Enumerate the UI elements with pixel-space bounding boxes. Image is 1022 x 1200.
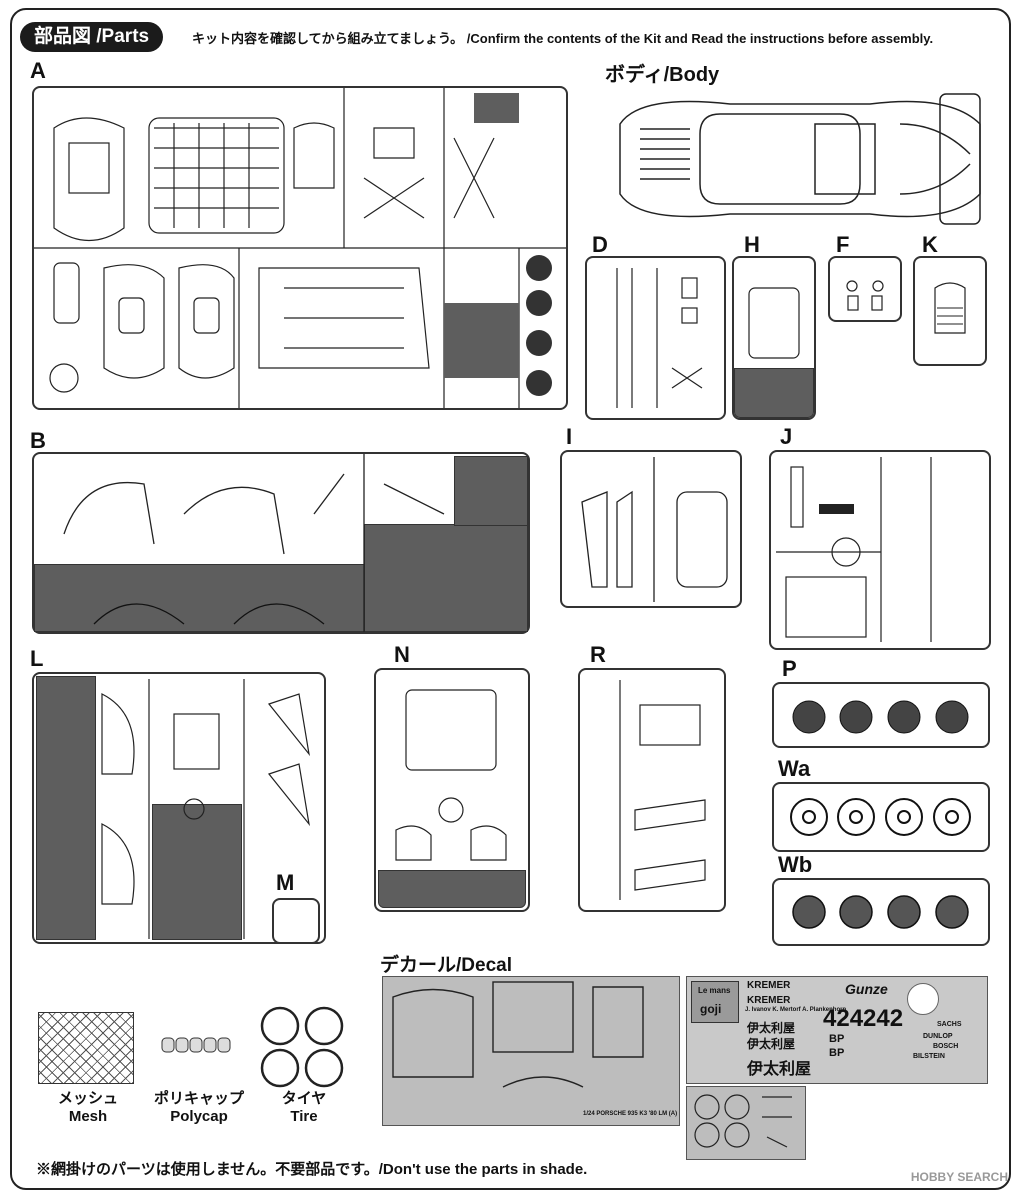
sprue-label-b: B [30,428,46,453]
sprue-a-drawing [34,88,566,408]
sprue-n-shaded [378,870,526,908]
sprue-b [32,452,530,634]
sprue-p [772,682,990,748]
body-label: ボディ/Body [605,64,720,86]
sprue-label-wb: Wb [778,852,813,877]
sprue-label-l: L [30,646,44,671]
decal-gunze: Gunze [845,981,888,997]
shaded-parts-note: ※網掛けのパーツは使用しません。不要部品です。/Don't use the pa… [36,1161,588,1178]
decal-goji: goji [700,1002,722,1016]
sprue-l-shaded-2 [152,804,242,940]
sprue-label-i: I [566,424,573,449]
sprue-label-a: A [30,58,46,83]
sprue-wb [772,878,990,946]
tire-label-jp: タイヤ [281,1090,327,1107]
decal-sheet-logos: Le mans goji KREMER KREMER J. Ivanov K. … [686,976,988,1084]
decal-bilstein: BILSTEIN [913,1053,945,1060]
sprue-n-drawing [395,689,507,861]
page-frame [10,8,1011,1190]
sprue-b-shaded-2 [364,524,528,632]
sprue-j [769,450,991,650]
sprue-label-r: R [590,642,606,667]
sprue-label-k: K [922,232,938,257]
sprue-i [560,450,742,608]
mesh-label-en: Mesh [68,1108,108,1125]
body-drawing [619,93,981,225]
decal-small-drawing [694,1094,792,1148]
tire-image [260,1006,344,1088]
decal-sachs: SACHS [937,1021,962,1028]
sprue-r-drawing [619,680,706,900]
sprue-k-drawing [934,282,966,334]
parts-title: 部品図 /Parts [20,22,164,52]
decal-jp-3: 伊太利屋 [747,1061,812,1078]
decal-lemans: Le mans [698,986,731,995]
decal-bp-2: BP [829,1047,845,1059]
sprue-label-p: P [782,656,797,681]
decal-drivers: J. Ivanov K. Mertorf A. Plankenhorn [745,1007,847,1013]
sprue-label-j: J [780,424,793,449]
sprue-label-f: F [836,232,850,257]
decal-sheet-small [686,1086,806,1160]
sprue-m [272,898,320,944]
tire-label: タイヤ Tire [264,1090,344,1126]
decal-white-circle [907,983,939,1015]
mesh-label-jp: メッシュ [57,1090,118,1107]
sprue-wa-drawing [790,798,971,836]
sprue-label-d: D [592,232,608,257]
lemans-logo-box: Le mans goji [691,981,739,1023]
decal-main-drawing [392,981,644,1088]
sprue-b-shaded-1 [34,564,366,632]
sprue-label-wa: Wa [778,756,811,781]
decal-sheet-main: 1/24 PORSCHE 935 K3 '80 LM (A) [382,976,680,1126]
decal-kremer-2: KREMER [747,995,791,1006]
sprue-b-drawing [63,454,445,632]
polycap-label-en: Polycap [170,1108,228,1125]
sprue-f-drawing [846,280,884,311]
sprue-label-h: H [744,232,760,257]
decal-race-number: 424242 [823,1005,904,1032]
mesh-image [38,1012,134,1084]
decal-small-print: 1/24 PORSCHE 935 K3 '80 LM (A) [583,1111,678,1117]
sprue-h-drawing [748,287,800,359]
watermark: HOBBY SEARCH [910,1170,1008,1184]
sprue-wb-drawing [792,895,969,929]
sprue-d-drawing [616,268,703,408]
sprue-label-n: N [394,642,410,667]
decal-jp-1: 伊太利屋 [747,1021,796,1035]
decal-jp-2: 伊太利屋 [747,1037,796,1051]
sprue-l-drawing [101,679,310,939]
decal-bp-1: BP [829,1033,845,1045]
decal-label: デカール/Decal [380,955,512,976]
sprue-j-drawing [776,457,932,642]
decal-kremer-1: KREMER [747,980,791,991]
sprue-wa [772,782,990,852]
mesh-label: メッシュ Mesh [48,1090,128,1126]
polycap-image [161,1037,231,1053]
sprue-h-shaded [734,368,814,418]
sprue-p-drawing [792,700,969,734]
sprue-l [32,672,326,944]
sprue-k [913,256,987,366]
sprue-f [828,256,902,322]
polycap-label-jp: ポリキャップ [153,1090,244,1107]
header-instruction: キット内容を確認してから組み立てましょう。 /Confirm the conte… [192,31,934,46]
sprue-l-shaded-1 [36,676,96,940]
sprue-label-m: M [276,870,295,895]
polycap-label: ポリキャップ Polycap [144,1090,254,1126]
sprue-n [374,668,530,912]
sprue-h [732,256,816,420]
decal-dunlop: DUNLOP [923,1033,953,1040]
sprue-r [578,668,726,912]
sprue-d [585,256,726,420]
sprue-i-drawing [581,457,728,602]
sprue-a [32,86,568,410]
decal-bosch: BOSCH [933,1043,959,1050]
tire-label-en: Tire [290,1108,318,1125]
sprue-b-shaded-3 [454,456,528,526]
